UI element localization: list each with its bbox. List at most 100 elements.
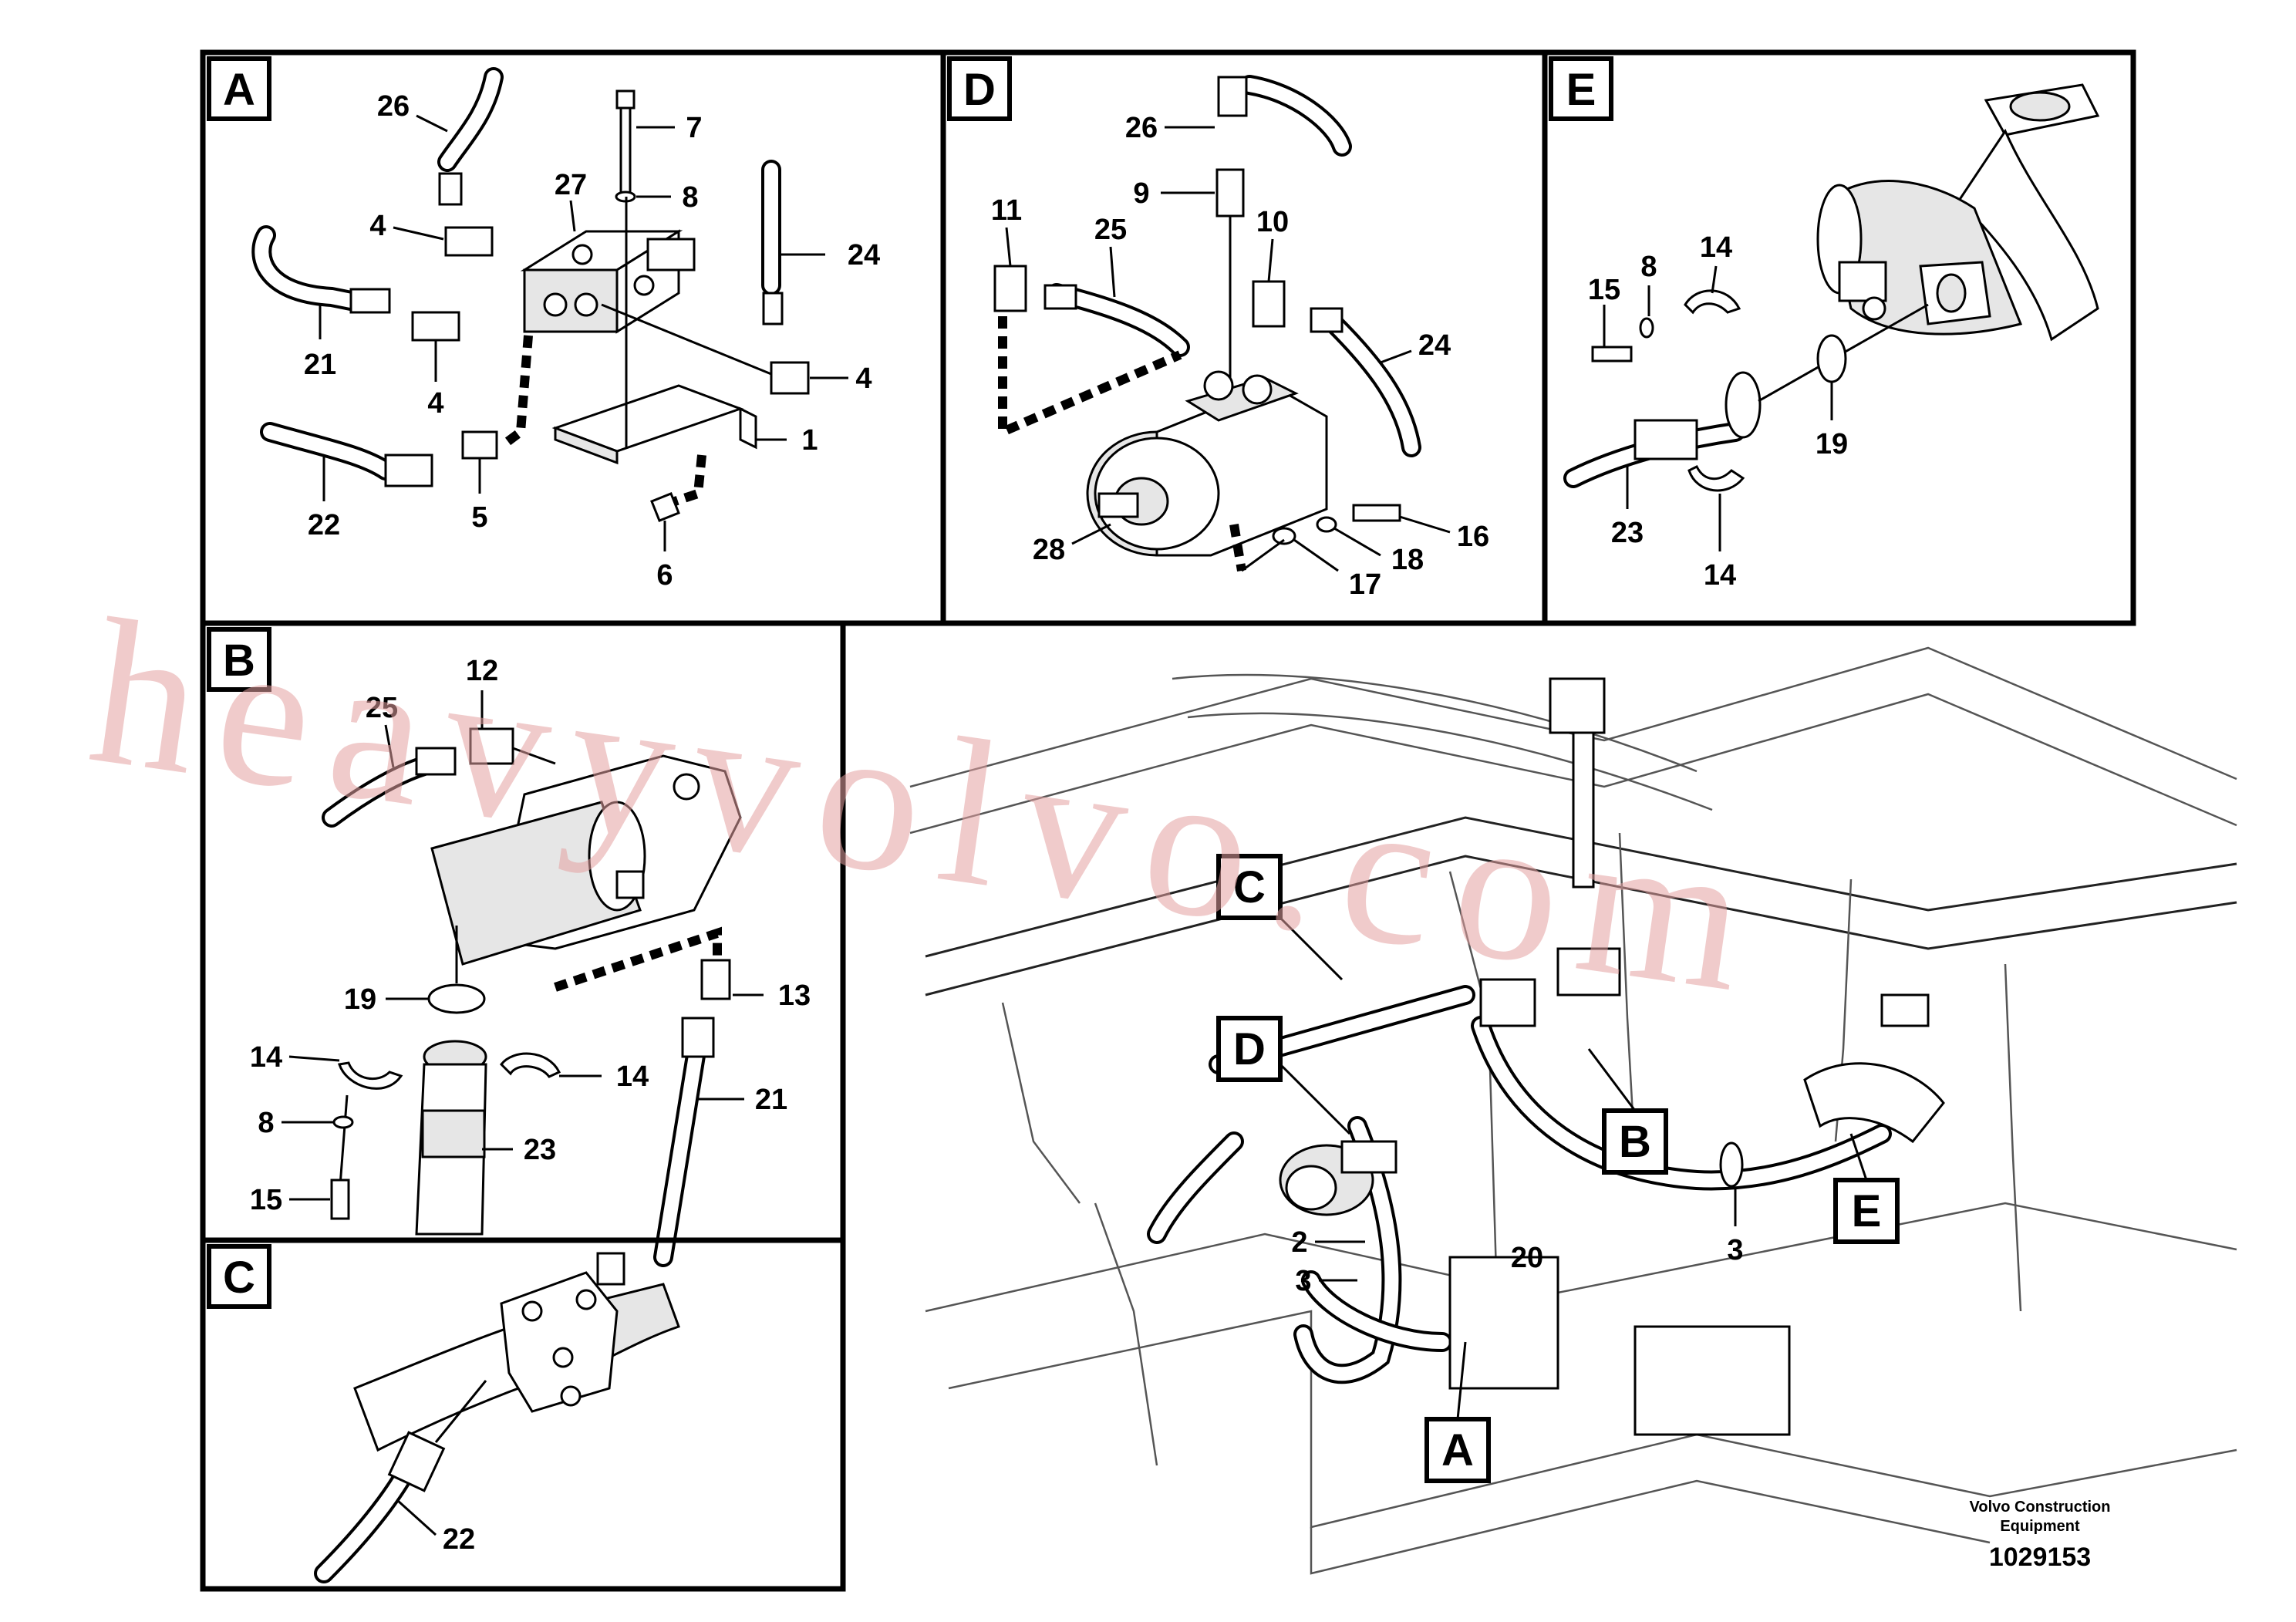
drawing-number: 1029153 [1989, 1543, 2091, 1572]
fitting-4-left [411, 311, 460, 342]
hose-24-end-d [1310, 307, 1344, 333]
fitting-13 [700, 959, 731, 1000]
overview-label-3-right: 3 [1727, 1234, 1743, 1266]
panel-b: B 12 25 [200, 620, 846, 1267]
panel-e-tag-box [1549, 56, 1613, 121]
callout-b-box[interactable] [1602, 1108, 1668, 1175]
bolt-7-head [615, 89, 636, 110]
bolt-6 [650, 492, 680, 522]
elbow-26-d [1217, 76, 1248, 117]
callout-d-box[interactable] [1216, 1016, 1283, 1082]
pump-28 [1086, 370, 1328, 557]
hose-24-end [762, 292, 784, 325]
label-8: 8 [682, 181, 698, 214]
assembly-path-a1 [502, 335, 533, 447]
bolt-16 [1352, 504, 1401, 522]
fitting-top-c [596, 1252, 625, 1286]
label-27: 27 [555, 169, 587, 201]
o-ring-19-b [427, 983, 486, 1014]
overview-pump-b [1479, 978, 1536, 1027]
label-21: 21 [304, 349, 336, 381]
label-26-d: 26 [1125, 112, 1158, 144]
panel-e-tag: E [1566, 65, 1596, 115]
overview-label-20: 20 [1511, 1242, 1543, 1274]
title-block: Volvo Construction Equipment 1029153 [1970, 1499, 2111, 1572]
label-22-c: 22 [443, 1523, 475, 1556]
label-14-b-left: 14 [250, 1041, 282, 1074]
clamp-14-left [338, 1061, 403, 1090]
callout-c-box[interactable] [1216, 854, 1283, 920]
panel-a-tag-box [207, 56, 271, 121]
overview-tank-block [1448, 1256, 1559, 1390]
o-ring-19-e [1816, 334, 1847, 383]
callout-a: A [1441, 1425, 1474, 1475]
label-25-d: 25 [1094, 214, 1127, 246]
label-8-e: 8 [1640, 251, 1657, 283]
panel-c-frame [200, 1237, 846, 1592]
washer-18 [1316, 516, 1337, 533]
label-19-b: 19 [344, 983, 376, 1016]
bolt-7-shaft [619, 106, 632, 202]
clamp-14-bottom [1687, 464, 1745, 492]
hose-25-b-end [415, 747, 457, 776]
label-1: 1 [801, 424, 818, 457]
callout-e: E [1852, 1186, 1882, 1236]
label-14-bottom: 14 [1704, 559, 1736, 592]
label-13: 13 [778, 980, 811, 1012]
fitting-4-right [770, 361, 810, 395]
panel-c: C 22 [200, 1237, 846, 1592]
label-5: 5 [471, 501, 487, 534]
overview-counter-block [1633, 1325, 1791, 1436]
label-11: 11 [991, 194, 1022, 227]
hose-21-b-end [681, 1017, 715, 1058]
bolt-15-b [330, 1179, 350, 1220]
overview-flange-e [1880, 993, 1930, 1027]
assembly-path-b1 [554, 926, 722, 992]
clamp-14-top [1684, 289, 1741, 315]
washer-17 [1272, 527, 1296, 545]
valve-block-top [1549, 677, 1606, 734]
hose-21-end [349, 288, 391, 314]
assembly-path-a2 [673, 454, 706, 506]
label-4-bottom: 4 [427, 387, 443, 420]
panel-c-tag: C [223, 1253, 255, 1303]
hose-25-end [1043, 284, 1077, 310]
elbow-11 [993, 265, 1027, 312]
assembly-path-d2 [1229, 524, 1246, 572]
panel-d-tag-box [947, 56, 1012, 121]
label-14-top: 14 [1700, 231, 1732, 264]
panel-b-tag-box [207, 627, 271, 692]
panel-e-frame [1542, 49, 2136, 626]
elbow-pipe-e [1816, 83, 2100, 342]
label-4-top: 4 [369, 210, 386, 242]
assembly-path-d1 [998, 316, 1182, 440]
label-17: 17 [1349, 568, 1381, 601]
split-flange-c [500, 1271, 619, 1413]
overview-elbow-e [1803, 1062, 1945, 1144]
fitting-4-upper [444, 226, 494, 257]
label-19-e: 19 [1816, 428, 1848, 460]
label-14-b-right: 14 [616, 1061, 649, 1093]
panel-a-tag: A [223, 65, 255, 115]
label-22: 22 [308, 509, 340, 541]
fitting-4-top [438, 172, 463, 206]
label-10: 10 [1256, 206, 1289, 238]
callout-a-box[interactable] [1424, 1417, 1491, 1483]
fitting-9 [1215, 168, 1245, 218]
label-26: 26 [377, 90, 410, 123]
panel-e: E 14 8 15 19 [1542, 49, 2136, 626]
watermark-text: heavyvolvo.com [79, 575, 1778, 1038]
overview-label-3-left: 3 [1295, 1265, 1311, 1297]
bolt-15-e [1591, 346, 1633, 363]
label-15-e: 15 [1588, 274, 1620, 306]
machine-overview: C D B E A 2 20 3 3 [909, 646, 2237, 1575]
label-16: 16 [1457, 521, 1489, 553]
label-25-b: 25 [366, 692, 398, 724]
company-name-line1: Volvo Construction [1970, 1499, 2111, 1516]
callout-e-box[interactable] [1833, 1178, 1900, 1244]
label-23-e: 23 [1611, 517, 1644, 549]
label-23-b: 23 [524, 1134, 556, 1166]
callout-c: C [1233, 862, 1266, 912]
label-15-b: 15 [250, 1184, 282, 1216]
